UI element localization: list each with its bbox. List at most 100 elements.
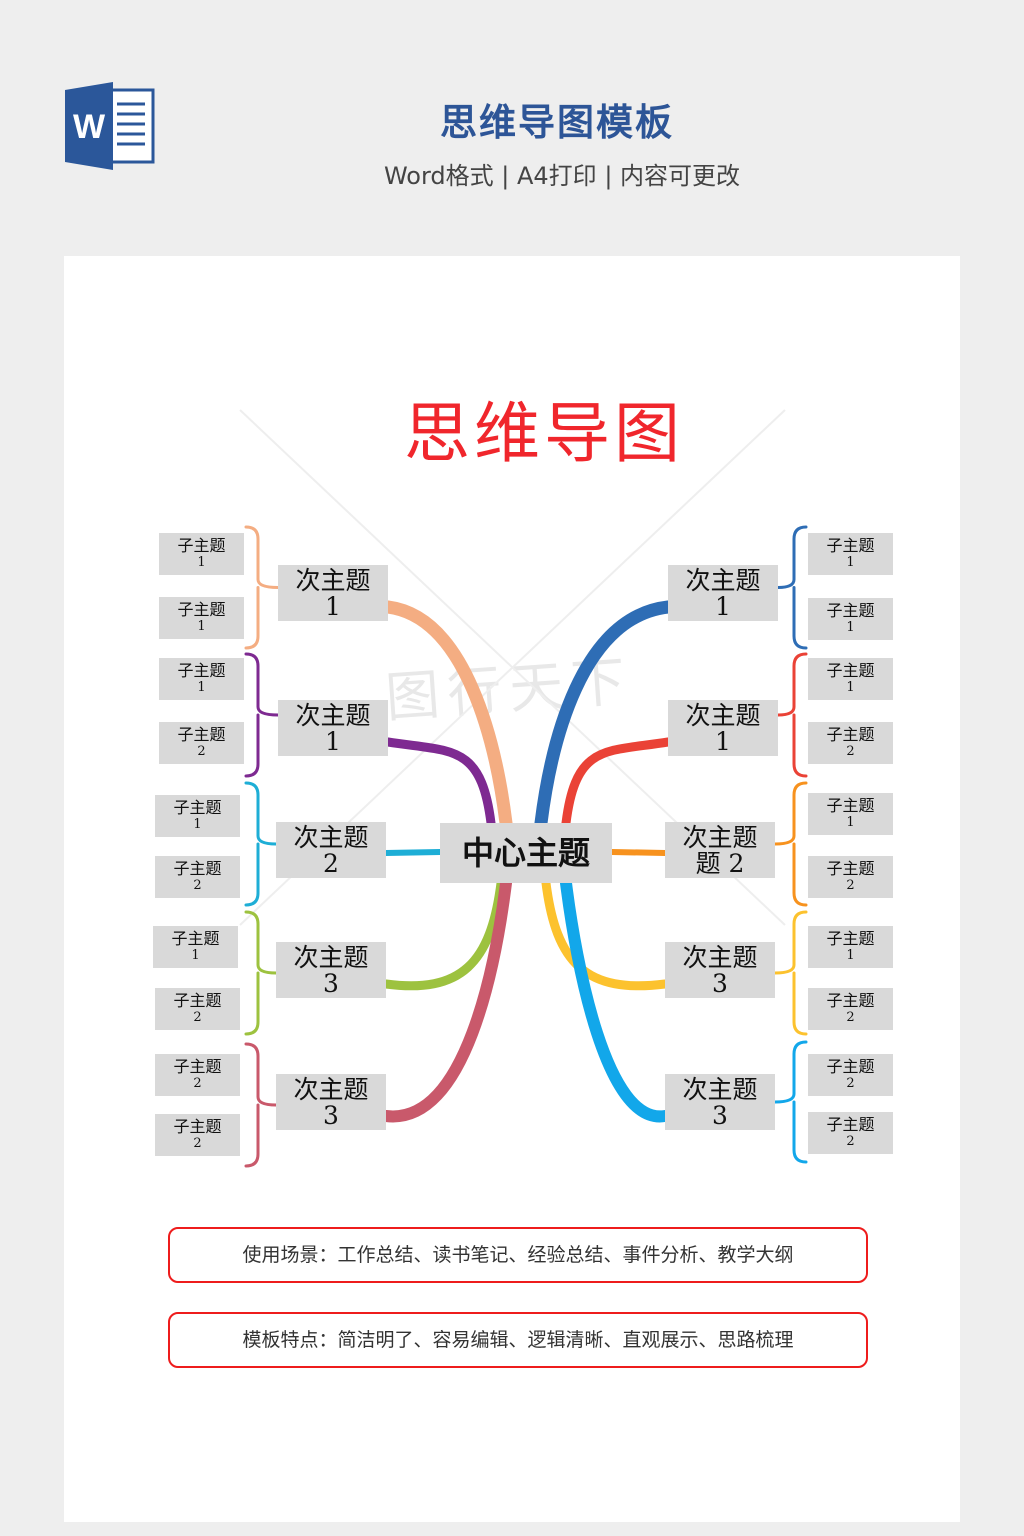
node-label: 子主题 [173,859,222,878]
node-label: 子主题 [826,601,875,620]
node-label: 次主题 [293,943,369,972]
bracket [244,1042,278,1168]
node-number: 2 [846,744,855,759]
node-label: 次主题 [293,1075,369,1104]
secondary-topic[interactable]: 次主题题 2 [665,822,775,878]
node-label: 子主题 [171,929,220,948]
branch-connector [383,737,496,828]
bracket [244,910,278,1036]
node-number: 2 [193,1136,202,1151]
node-number: 3 [323,1101,339,1130]
node-label: 子主题 [173,1117,222,1136]
node-number: 3 [712,969,728,998]
node-label: 次主题 [295,566,371,595]
node-label: 子主题 [177,536,226,555]
node-label: 次主题 [682,943,758,972]
branch-connector [381,600,513,830]
bracket [776,652,808,778]
node-label: 子主题 [826,991,875,1010]
node-label: 次主题 [685,701,761,730]
node-number: 1 [197,680,206,695]
node-number: 1 [715,727,731,756]
node-label: 次主题 [682,823,758,852]
node-number: 2 [197,744,206,759]
node-number: 3 [323,969,339,998]
branch-connector [380,877,512,1123]
branch-connector [560,877,671,1123]
node-label: 子主题 [826,859,875,878]
node-number: 1 [846,620,855,635]
node-number: 2 [846,1076,855,1091]
word-app-icon: W [65,82,155,170]
node-label: 次主题 [295,701,371,730]
branch-connector [609,849,668,856]
node-number: 1 [197,619,206,634]
node-number: 2 [193,1010,202,1025]
bracket [773,910,808,1036]
node-label: 次主题 [293,823,369,852]
node-label: 子主题 [826,725,875,744]
node-label: 子主题 [173,991,222,1010]
node-label: 子主题 [177,600,226,619]
mindmap-title: 思维导图 [404,395,684,472]
bracket [244,525,280,650]
bracket [773,1040,808,1164]
node-number: 1 [325,592,341,621]
node-number: 1 [846,680,855,695]
node-number: 1 [846,555,855,570]
branch-connector [381,878,506,991]
node-label: 子主题 [826,929,875,948]
node-label: 子主题 [826,796,875,815]
central-topic[interactable]: 中心主题 [440,823,612,883]
node-label: 子主题 [177,661,226,680]
node-number: 1 [193,817,202,832]
node-label: 子主题 [826,536,875,555]
branch-connector [534,600,675,830]
node-number: 1 [846,815,855,830]
bracket [773,781,808,907]
node-number: 3 [712,1101,728,1130]
template-features-box: 模板特点：简洁明了、容易编辑、逻辑清晰、直观展示、思路梳理 [168,1312,868,1368]
branch-connector [383,849,443,856]
node-label: 次主题 [682,1075,758,1104]
svg-text:W: W [73,108,106,146]
node-label: 次主题 [685,566,761,595]
usage-scenarios-box: 使用场景：工作总结、读书笔记、经验总结、事件分析、教学大纲 [168,1227,868,1283]
node-number: 1 [715,592,731,621]
node-number: 2 [323,849,339,878]
node-number: 2 [193,878,202,893]
node-label: 子主题 [173,798,222,817]
node-number: 2 [846,1134,855,1149]
branch-connector [561,737,673,828]
